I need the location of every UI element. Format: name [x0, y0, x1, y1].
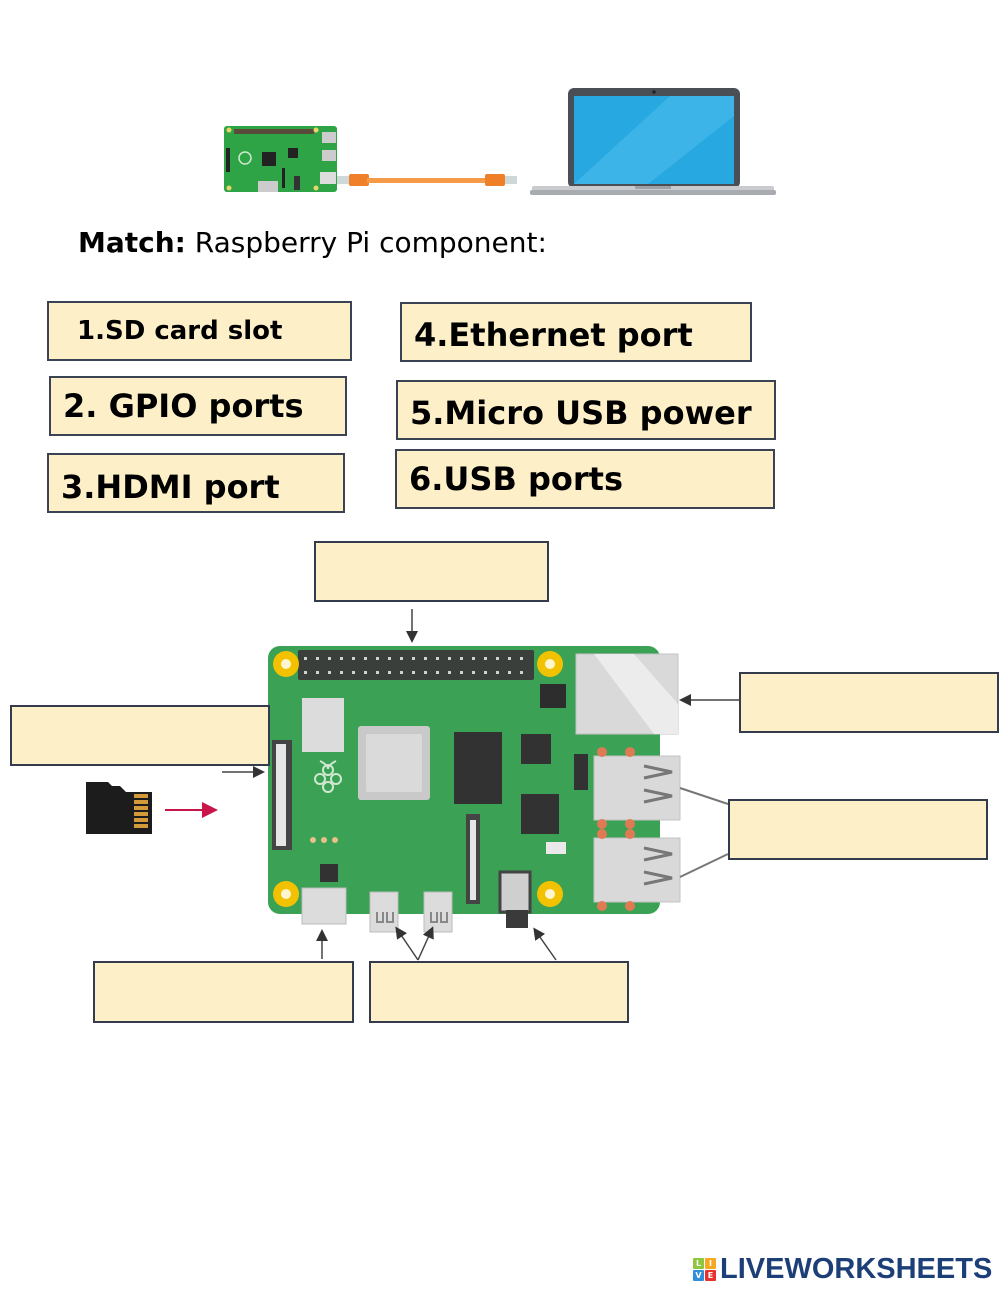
live-blocks-icon: L I V E [693, 1257, 716, 1281]
ethernet-cable-illustration [337, 174, 517, 186]
hdmi-connector [301, 887, 347, 925]
gpio-header [298, 650, 534, 680]
line-to-usb-2 [679, 853, 729, 878]
answer-box-gpio[interactable] [314, 541, 549, 602]
mounting-holes [273, 651, 563, 907]
raspberry-pi-small-illustration [224, 126, 337, 192]
option-label: 4.Ethernet port [414, 316, 693, 354]
option-hdmi-port[interactable]: 3.HDMI port [47, 453, 345, 513]
laptop-illustration [530, 88, 776, 195]
raspberry-logo [314, 760, 342, 793]
audio-jack [498, 870, 532, 914]
option-micro-usb-power[interactable]: 5.Micro USB power [396, 380, 776, 440]
usb-jack-1 [593, 755, 681, 821]
option-label: 6.USB ports [409, 460, 623, 498]
option-label: 5.Micro USB power [410, 394, 752, 432]
instruction-heading: Match: Raspberry Pi component: [78, 226, 547, 259]
usb-jack-2 [593, 837, 681, 903]
heading-text: Raspberry Pi component: [194, 226, 547, 259]
answer-box-usb[interactable] [728, 799, 988, 860]
option-label: 3.HDMI port [61, 468, 280, 506]
answer-box-sd-card[interactable] [10, 705, 270, 766]
answer-box-micro-usb[interactable] [369, 961, 629, 1023]
option-gpio-ports[interactable]: 2. GPIO ports [49, 376, 347, 436]
liveworksheets-logo: L I V E LIVEWORKSHEETS [693, 1252, 992, 1286]
logo-text: LIVEWORKSHEETS [720, 1252, 993, 1285]
answer-box-hdmi[interactable] [93, 961, 354, 1023]
answer-box-ethernet[interactable] [739, 672, 999, 733]
heading-bold: Match: [78, 226, 186, 259]
line-to-usb-1 [679, 787, 729, 805]
option-ethernet-port[interactable]: 4.Ethernet port [400, 302, 752, 362]
option-usb-ports[interactable]: 6.USB ports [395, 449, 775, 509]
arrow-to-audio [533, 927, 557, 961]
option-label: 2. GPIO ports [63, 387, 304, 425]
micro-sd-card-icon [86, 782, 152, 834]
option-sd-card-slot[interactable]: 1.SD card slot [47, 301, 352, 361]
option-label: 1.SD card slot [77, 316, 283, 346]
raspberry-pi-board-diagram [268, 646, 681, 933]
